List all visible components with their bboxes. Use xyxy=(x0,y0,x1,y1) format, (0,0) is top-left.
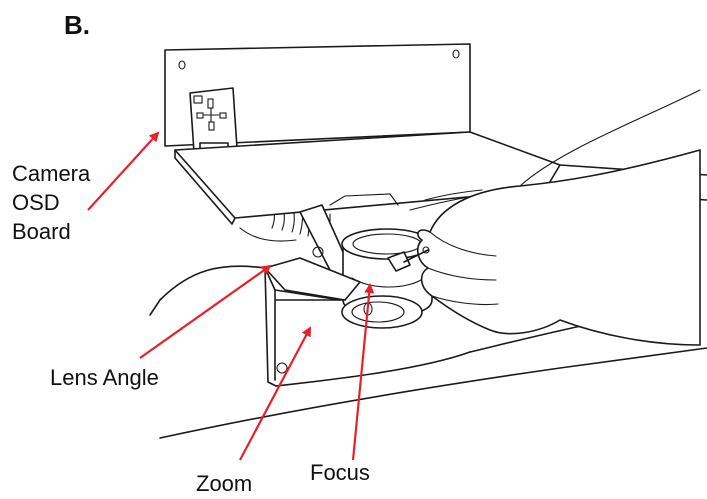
arrow-focus xyxy=(351,283,375,461)
callout-camera-osd-board-line-1: Camera xyxy=(12,161,91,186)
callout-lens-angle: Lens Angle xyxy=(50,365,159,390)
arrow-camera-osd-board xyxy=(87,131,160,211)
arrow-lens-angle xyxy=(139,264,272,359)
callout-camera-osd-board: Camera OSD Board xyxy=(12,161,91,244)
callout-focus: Focus xyxy=(310,460,370,485)
panel-label: B. xyxy=(64,10,90,40)
hand-drawing xyxy=(403,89,701,346)
callout-arrows xyxy=(87,131,375,461)
callout-zoom: Zoom xyxy=(196,471,252,496)
callout-camera-osd-board-line-2: OSD xyxy=(12,190,60,215)
callout-camera-osd-board-line-3: Board xyxy=(12,219,71,244)
housing-illustration xyxy=(149,43,707,439)
arrow-zoom xyxy=(239,326,311,461)
lens-drawing xyxy=(341,228,433,329)
